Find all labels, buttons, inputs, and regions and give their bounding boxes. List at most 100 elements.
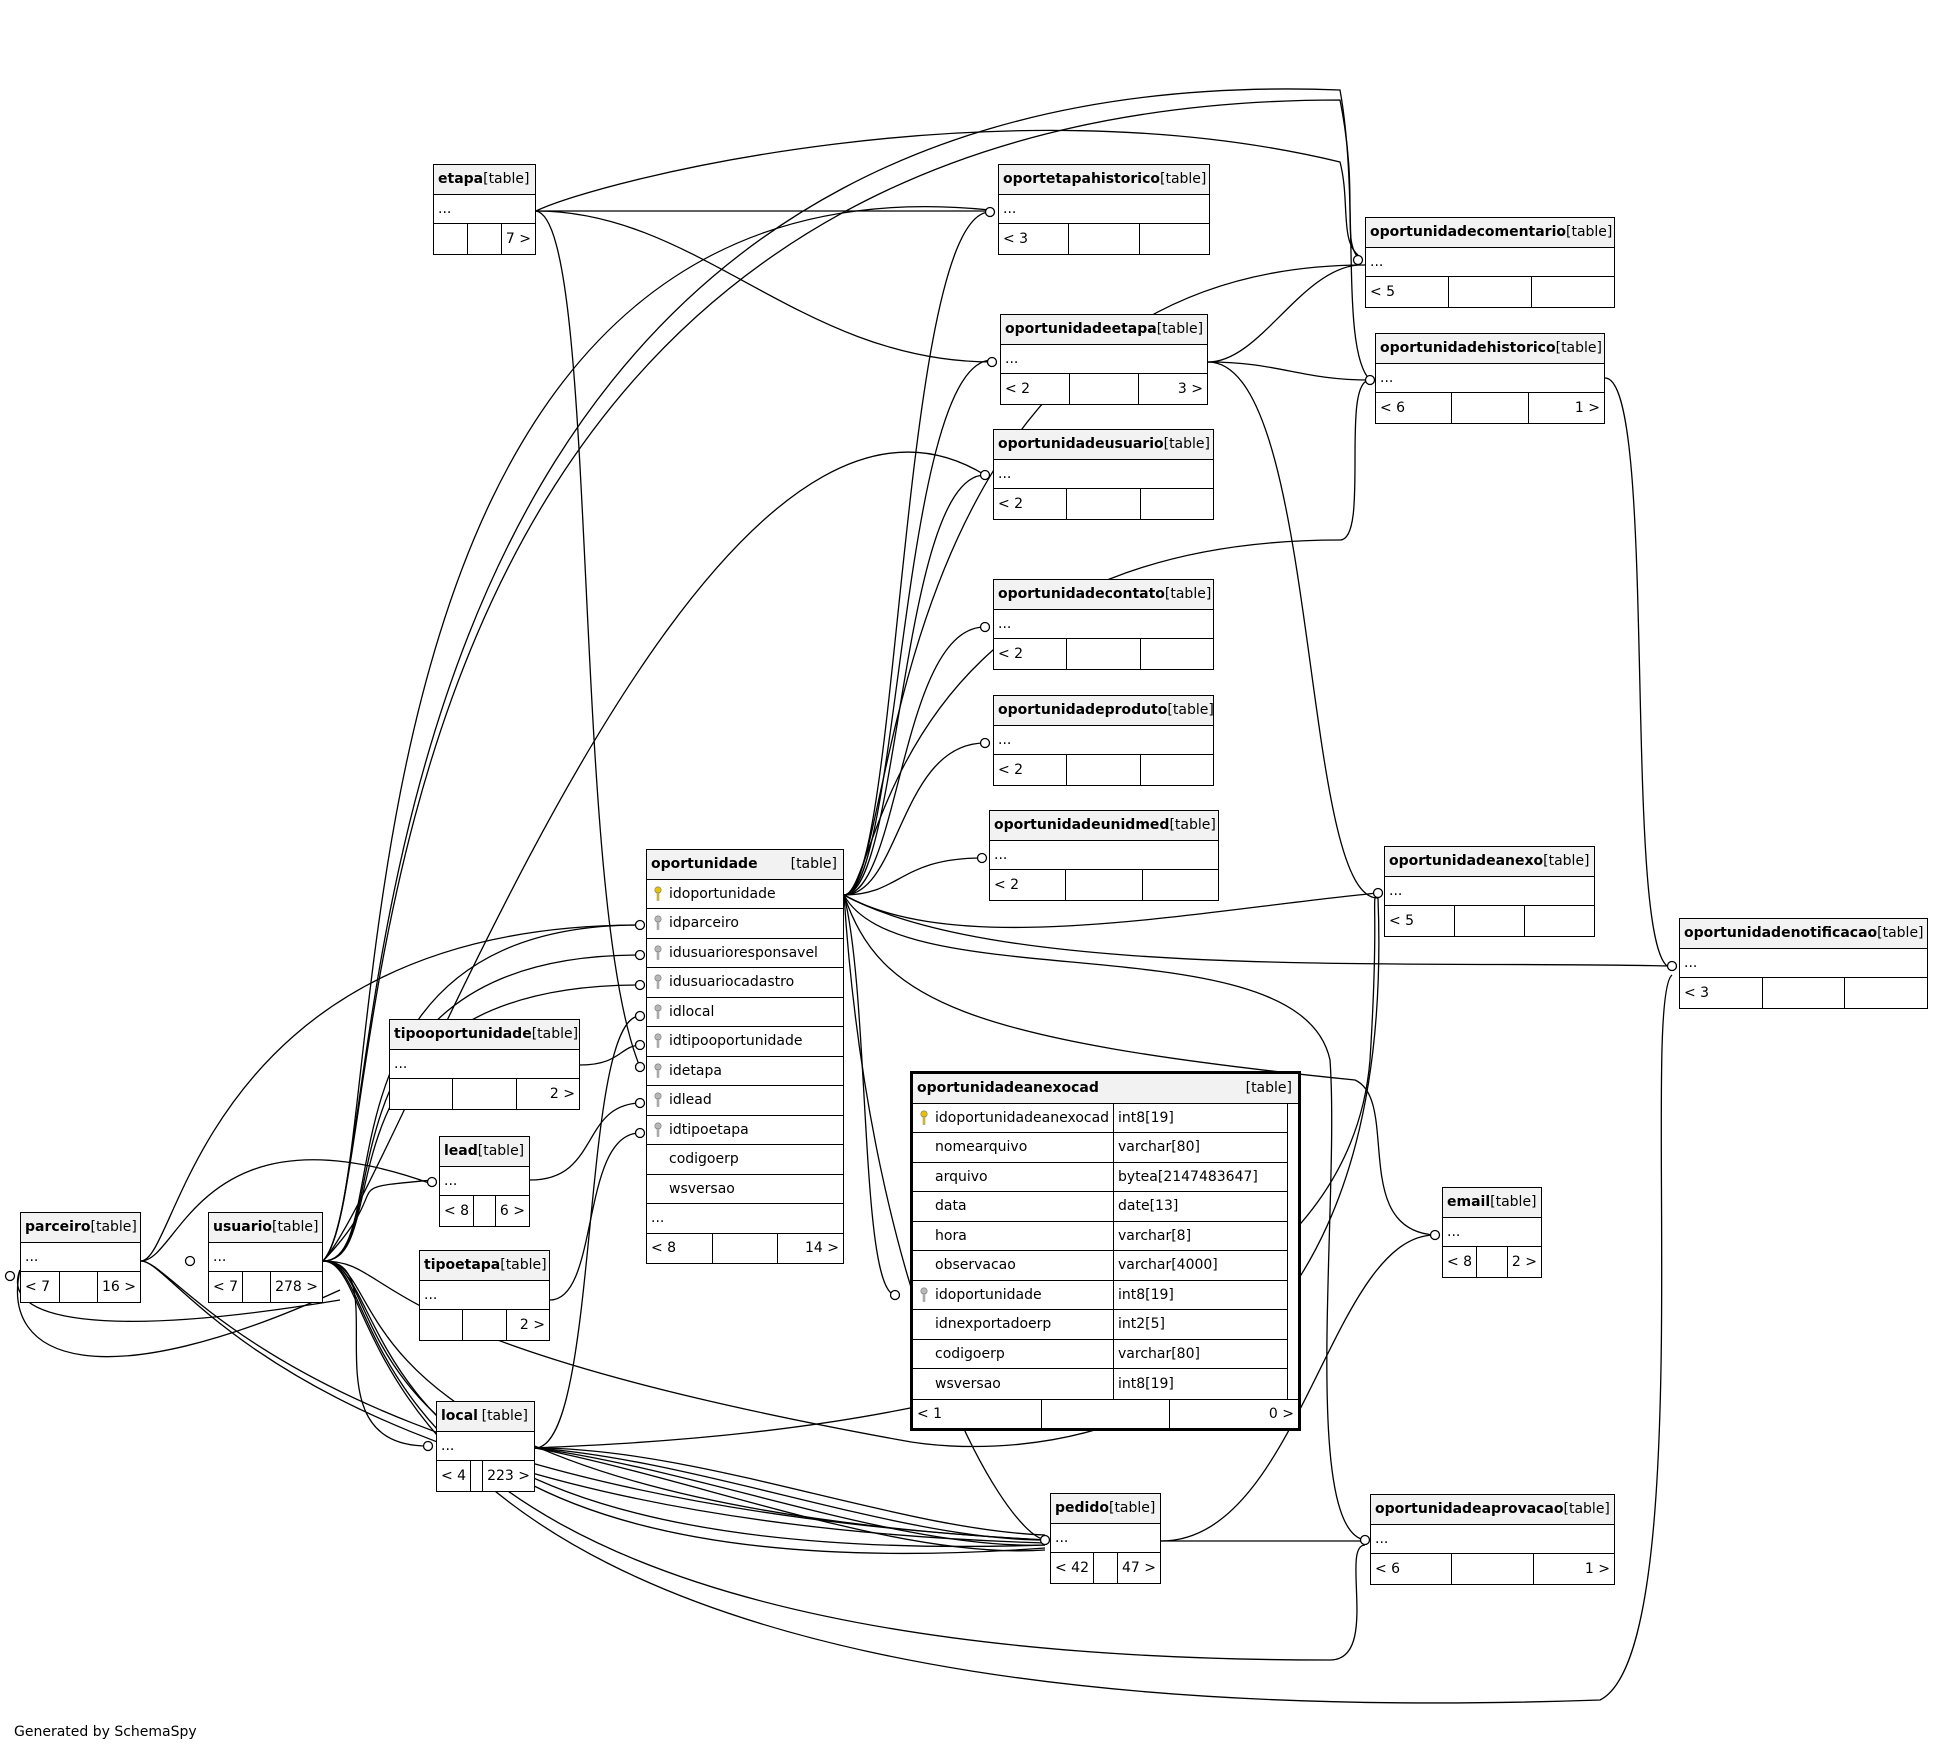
column-count — [1067, 489, 1141, 519]
relationship-endpoint — [979, 469, 991, 481]
children-count — [1532, 277, 1614, 307]
table-oportunidadeunidmed[interactable]: oportunidadeunidmed[table]...< 2 — [989, 810, 1219, 901]
relationship-line — [549, 1132, 641, 1301]
foreign-key-icon — [647, 1092, 669, 1108]
column-row[interactable]: idlocal — [647, 998, 843, 1027]
children-count: 1 > — [1574, 399, 1600, 416]
column-name: codigoerp — [935, 1339, 1114, 1368]
table-tipooportunidade[interactable]: tipooportunidade[table]...2 > — [389, 1019, 580, 1110]
relationship-line — [843, 894, 896, 1296]
table-stats-row: 2 > — [390, 1079, 579, 1109]
table-more-row: ... — [1371, 1525, 1614, 1554]
relationship-endpoint — [634, 1061, 646, 1073]
column-type: varchar[80] — [1118, 1345, 1200, 1362]
relationship-line — [535, 210, 641, 1068]
table-name: oportunidadenotificacao — [1684, 925, 1878, 942]
parents-count: < 2 — [1001, 374, 1070, 404]
table-name: oportunidadeaprovacao — [1375, 1501, 1564, 1518]
column-row[interactable]: idtipoetapa — [647, 1116, 843, 1145]
column-type: int2[5] — [1118, 1316, 1165, 1333]
relationship-line — [322, 88, 1371, 1262]
table-oportunidadeanexo[interactable]: oportunidadeanexo[table]...< 5 — [1384, 846, 1595, 937]
parents-count — [420, 1310, 464, 1340]
relationship-line — [140, 1260, 1046, 1544]
table-header: usuario[table] — [209, 1213, 322, 1243]
column-count — [713, 1233, 779, 1263]
table-name: oportunidadecontato — [998, 586, 1165, 603]
table-type-label: [table] — [1163, 436, 1210, 453]
relationship-line — [534, 1447, 1046, 1552]
column-row[interactable]: idoportunidade — [647, 880, 843, 909]
column-row[interactable]: wsversao — [647, 1175, 843, 1204]
table-type-label: [table] — [1156, 321, 1204, 338]
table-type-label: [table] — [1555, 340, 1602, 357]
column-count — [60, 1272, 98, 1302]
column-row[interactable]: idetapa — [647, 1057, 843, 1086]
column-name: wsversao — [935, 1369, 1114, 1399]
column-row[interactable]: idtipooportunidade — [647, 1027, 843, 1057]
table-type-label: [table] — [790, 856, 837, 873]
column-row[interactable]: idusuariocadastro — [647, 968, 843, 998]
children-count: 2 > — [1511, 1253, 1537, 1270]
table-name: etapa — [438, 171, 484, 188]
column-row[interactable]: codigoerp — [647, 1145, 843, 1175]
relationship-line — [1604, 377, 1673, 969]
column-count — [463, 1310, 507, 1340]
column-row[interactable]: idparceiro — [647, 909, 843, 939]
table-etapa[interactable]: etapa[table]...7 > — [433, 164, 536, 255]
relationship-line — [322, 1260, 429, 1447]
table-oportetapahistorico[interactable]: oportetapahistorico[table]...< 3 — [998, 164, 1210, 255]
table-more-row: ... — [1376, 364, 1604, 393]
table-header: oportunidadecontato[table] — [994, 580, 1213, 610]
table-oportunidadeanexocad[interactable]: oportunidadeanexocad[table]idoportunidad… — [910, 1071, 1301, 1431]
relationship-line — [140, 1260, 1046, 1541]
column-row[interactable]: idlead — [647, 1086, 843, 1116]
table-oportunidadeproduto[interactable]: oportunidadeproduto[table]...< 2 — [993, 695, 1214, 786]
table-more-row: ... — [1385, 877, 1594, 906]
table-oportunidadenotificacao[interactable]: oportunidadenotificacao[table]...< 3 — [1679, 918, 1928, 1009]
relationship-line — [1207, 361, 1371, 381]
table-stats-row: < 2 — [994, 489, 1213, 519]
column-row[interactable]: idusuarioresponsavel — [647, 939, 843, 968]
table-header: oportetapahistorico[table] — [999, 165, 1209, 195]
column-count — [1070, 374, 1139, 404]
children-count: 223 > — [487, 1467, 530, 1484]
table-more-row: ... — [434, 195, 535, 224]
relationship-endpoint — [184, 1255, 196, 1267]
table-more-row: ... — [420, 1281, 549, 1310]
table-oportunidadecontato[interactable]: oportunidadecontato[table]...< 2 — [993, 579, 1214, 670]
table-oportunidadeusuario[interactable]: oportunidadeusuario[table]...< 2 — [993, 429, 1214, 520]
column-name: idnexportadoerp — [935, 1310, 1114, 1339]
children-count — [1143, 870, 1218, 900]
relationship-line — [843, 359, 993, 896]
table-type-label: [table] — [1160, 171, 1207, 188]
column-name: idoportunidade — [669, 885, 776, 902]
table-tipoetapa[interactable]: tipoetapa[table]...2 > — [419, 1250, 550, 1341]
table-oportunidadecomentario[interactable]: oportunidadecomentario[table]...< 5 — [1365, 217, 1615, 308]
table-more-row: ... — [994, 726, 1213, 755]
